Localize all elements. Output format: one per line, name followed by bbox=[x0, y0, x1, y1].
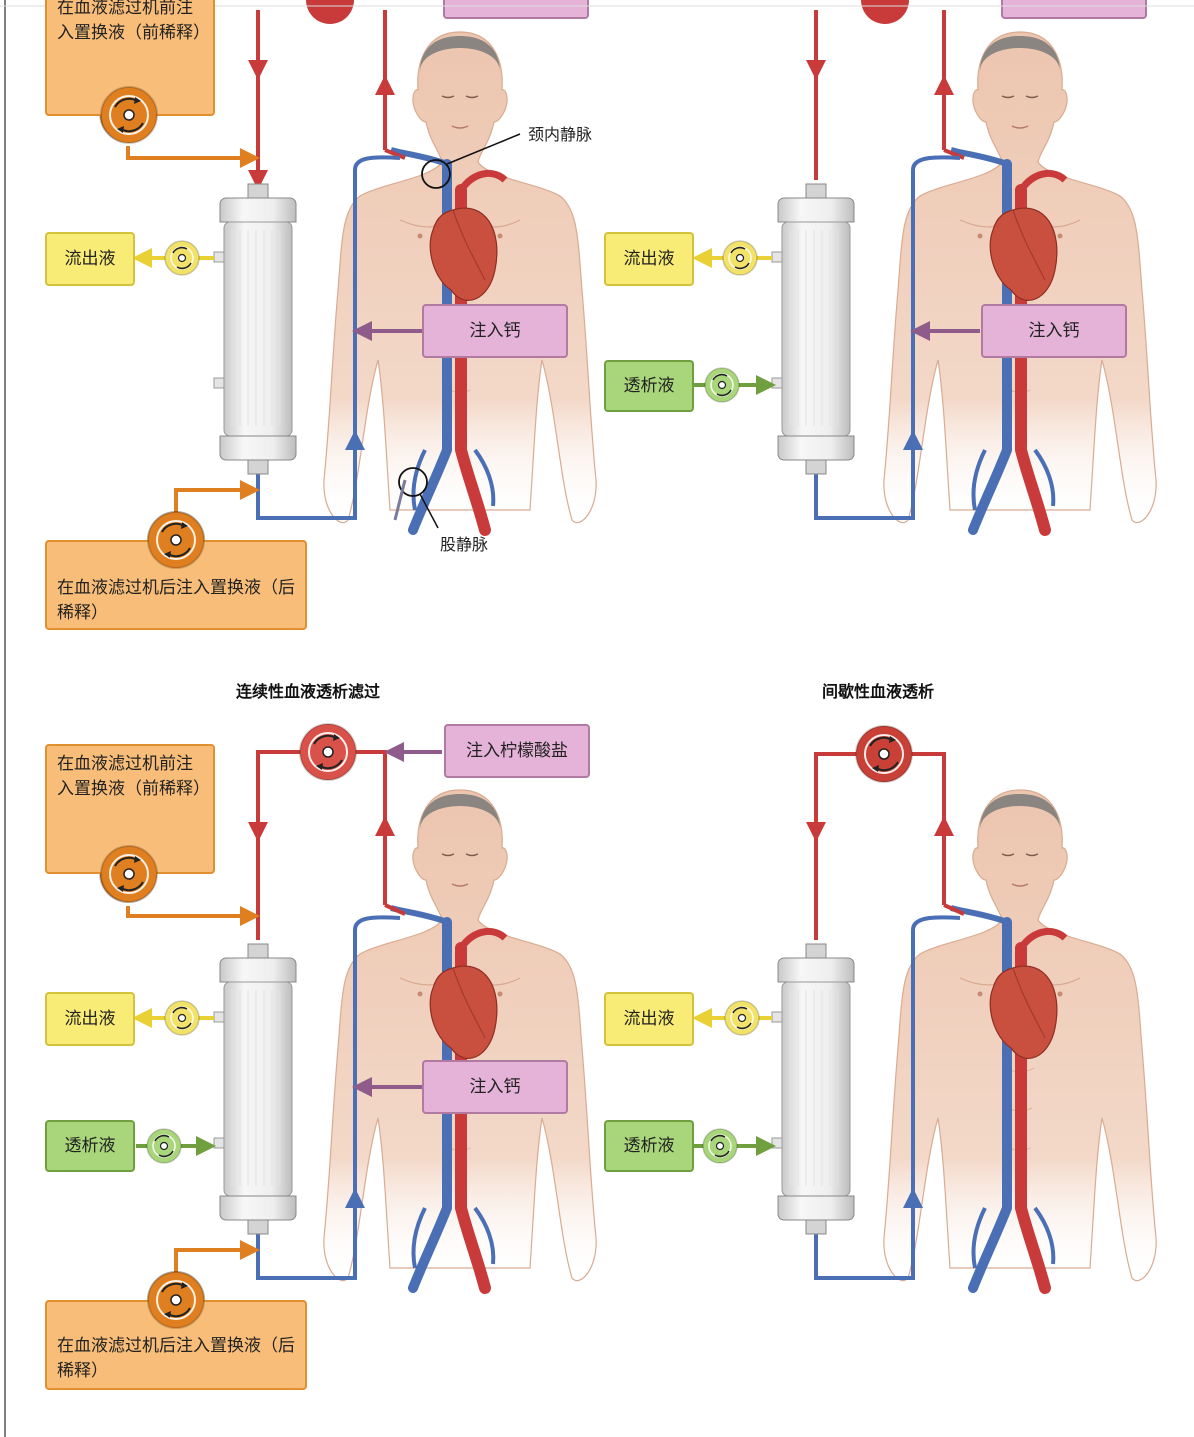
citrate-box: 注入柠檬酸盐 bbox=[444, 724, 590, 778]
effluent-box: 流出液 bbox=[45, 232, 135, 286]
dialysate-label: 透析液 bbox=[624, 1136, 675, 1156]
pre-dilution-pump-icon bbox=[100, 86, 158, 144]
panel-bottom-right bbox=[694, 726, 1156, 1288]
citrate-label: 注入柠檬酸盐 bbox=[466, 741, 568, 761]
calcium-label: 注入钙 bbox=[470, 321, 521, 341]
effluent-label: 流出液 bbox=[65, 249, 116, 269]
effluent-box: 流出液 bbox=[45, 992, 135, 1046]
calcium-box: 注入钙 bbox=[422, 304, 568, 358]
effluent-box: 流出液 bbox=[604, 992, 694, 1046]
dialysate-pump bbox=[705, 368, 739, 402]
calcium-label: 注入钙 bbox=[1029, 321, 1080, 341]
pre-dilution-label: 在血液滤过机前注入置换液（前稀释） bbox=[57, 754, 210, 799]
pre-dilution-line bbox=[128, 906, 250, 916]
dialysate-pump bbox=[147, 1129, 181, 1163]
panel-title-ihd: 间歇性血液透析 bbox=[822, 678, 934, 702]
dialysate-box: 透析液 bbox=[45, 1120, 135, 1172]
hemofilter bbox=[772, 184, 854, 474]
dialysate-box: 透析液 bbox=[604, 360, 694, 412]
pre-dilution-line bbox=[128, 146, 250, 158]
hemofilter bbox=[214, 944, 296, 1234]
blood-pump bbox=[856, 726, 912, 782]
blood-pump bbox=[306, 0, 354, 24]
pre-dilution-pump-icon bbox=[100, 845, 158, 903]
dialysate-box: 透析液 bbox=[604, 1120, 694, 1172]
calcium-box: 注入钙 bbox=[981, 304, 1127, 358]
dialysate-label: 透析液 bbox=[65, 1136, 116, 1156]
hemofilter bbox=[772, 944, 854, 1234]
panel-title-cvvhdf: 连续性血液透析滤过 bbox=[236, 678, 380, 702]
blood-pump bbox=[300, 724, 356, 780]
pre-dilution-label: 在血液滤过机前注入置换液（前稀释） bbox=[57, 0, 210, 43]
internal-jugular-label: 颈内静脉 bbox=[528, 121, 592, 145]
citrate-box-cropped bbox=[1002, 0, 1146, 18]
effluent-pump bbox=[165, 241, 199, 275]
effluent-pump bbox=[723, 241, 757, 275]
effluent-label: 流出液 bbox=[624, 249, 675, 269]
post-dilution-label: 在血液滤过机后注入置换液（后稀释） bbox=[57, 1336, 295, 1381]
calcium-label: 注入钙 bbox=[470, 1077, 521, 1097]
dialysate-label: 透析液 bbox=[624, 376, 675, 396]
effluent-pump bbox=[725, 1001, 759, 1035]
effluent-label: 流出液 bbox=[624, 1009, 675, 1029]
calcium-box: 注入钙 bbox=[422, 1060, 568, 1114]
post-dilution-pump-icon bbox=[147, 1271, 205, 1329]
post-dilution-label: 在血液滤过机后注入置换液（后稀释） bbox=[57, 578, 295, 623]
panel-top-right bbox=[694, 0, 1156, 530]
effluent-pump bbox=[165, 1001, 199, 1035]
post-dilution-pump-icon bbox=[147, 511, 205, 569]
citrate-box-cropped bbox=[444, 0, 588, 18]
hemofilter bbox=[214, 184, 296, 474]
effluent-label: 流出液 bbox=[65, 1009, 116, 1029]
blood-pump bbox=[861, 0, 909, 24]
dialysate-pump bbox=[703, 1129, 737, 1163]
effluent-box: 流出液 bbox=[604, 232, 694, 286]
femoral-vein-label: 股静脉 bbox=[440, 531, 488, 555]
